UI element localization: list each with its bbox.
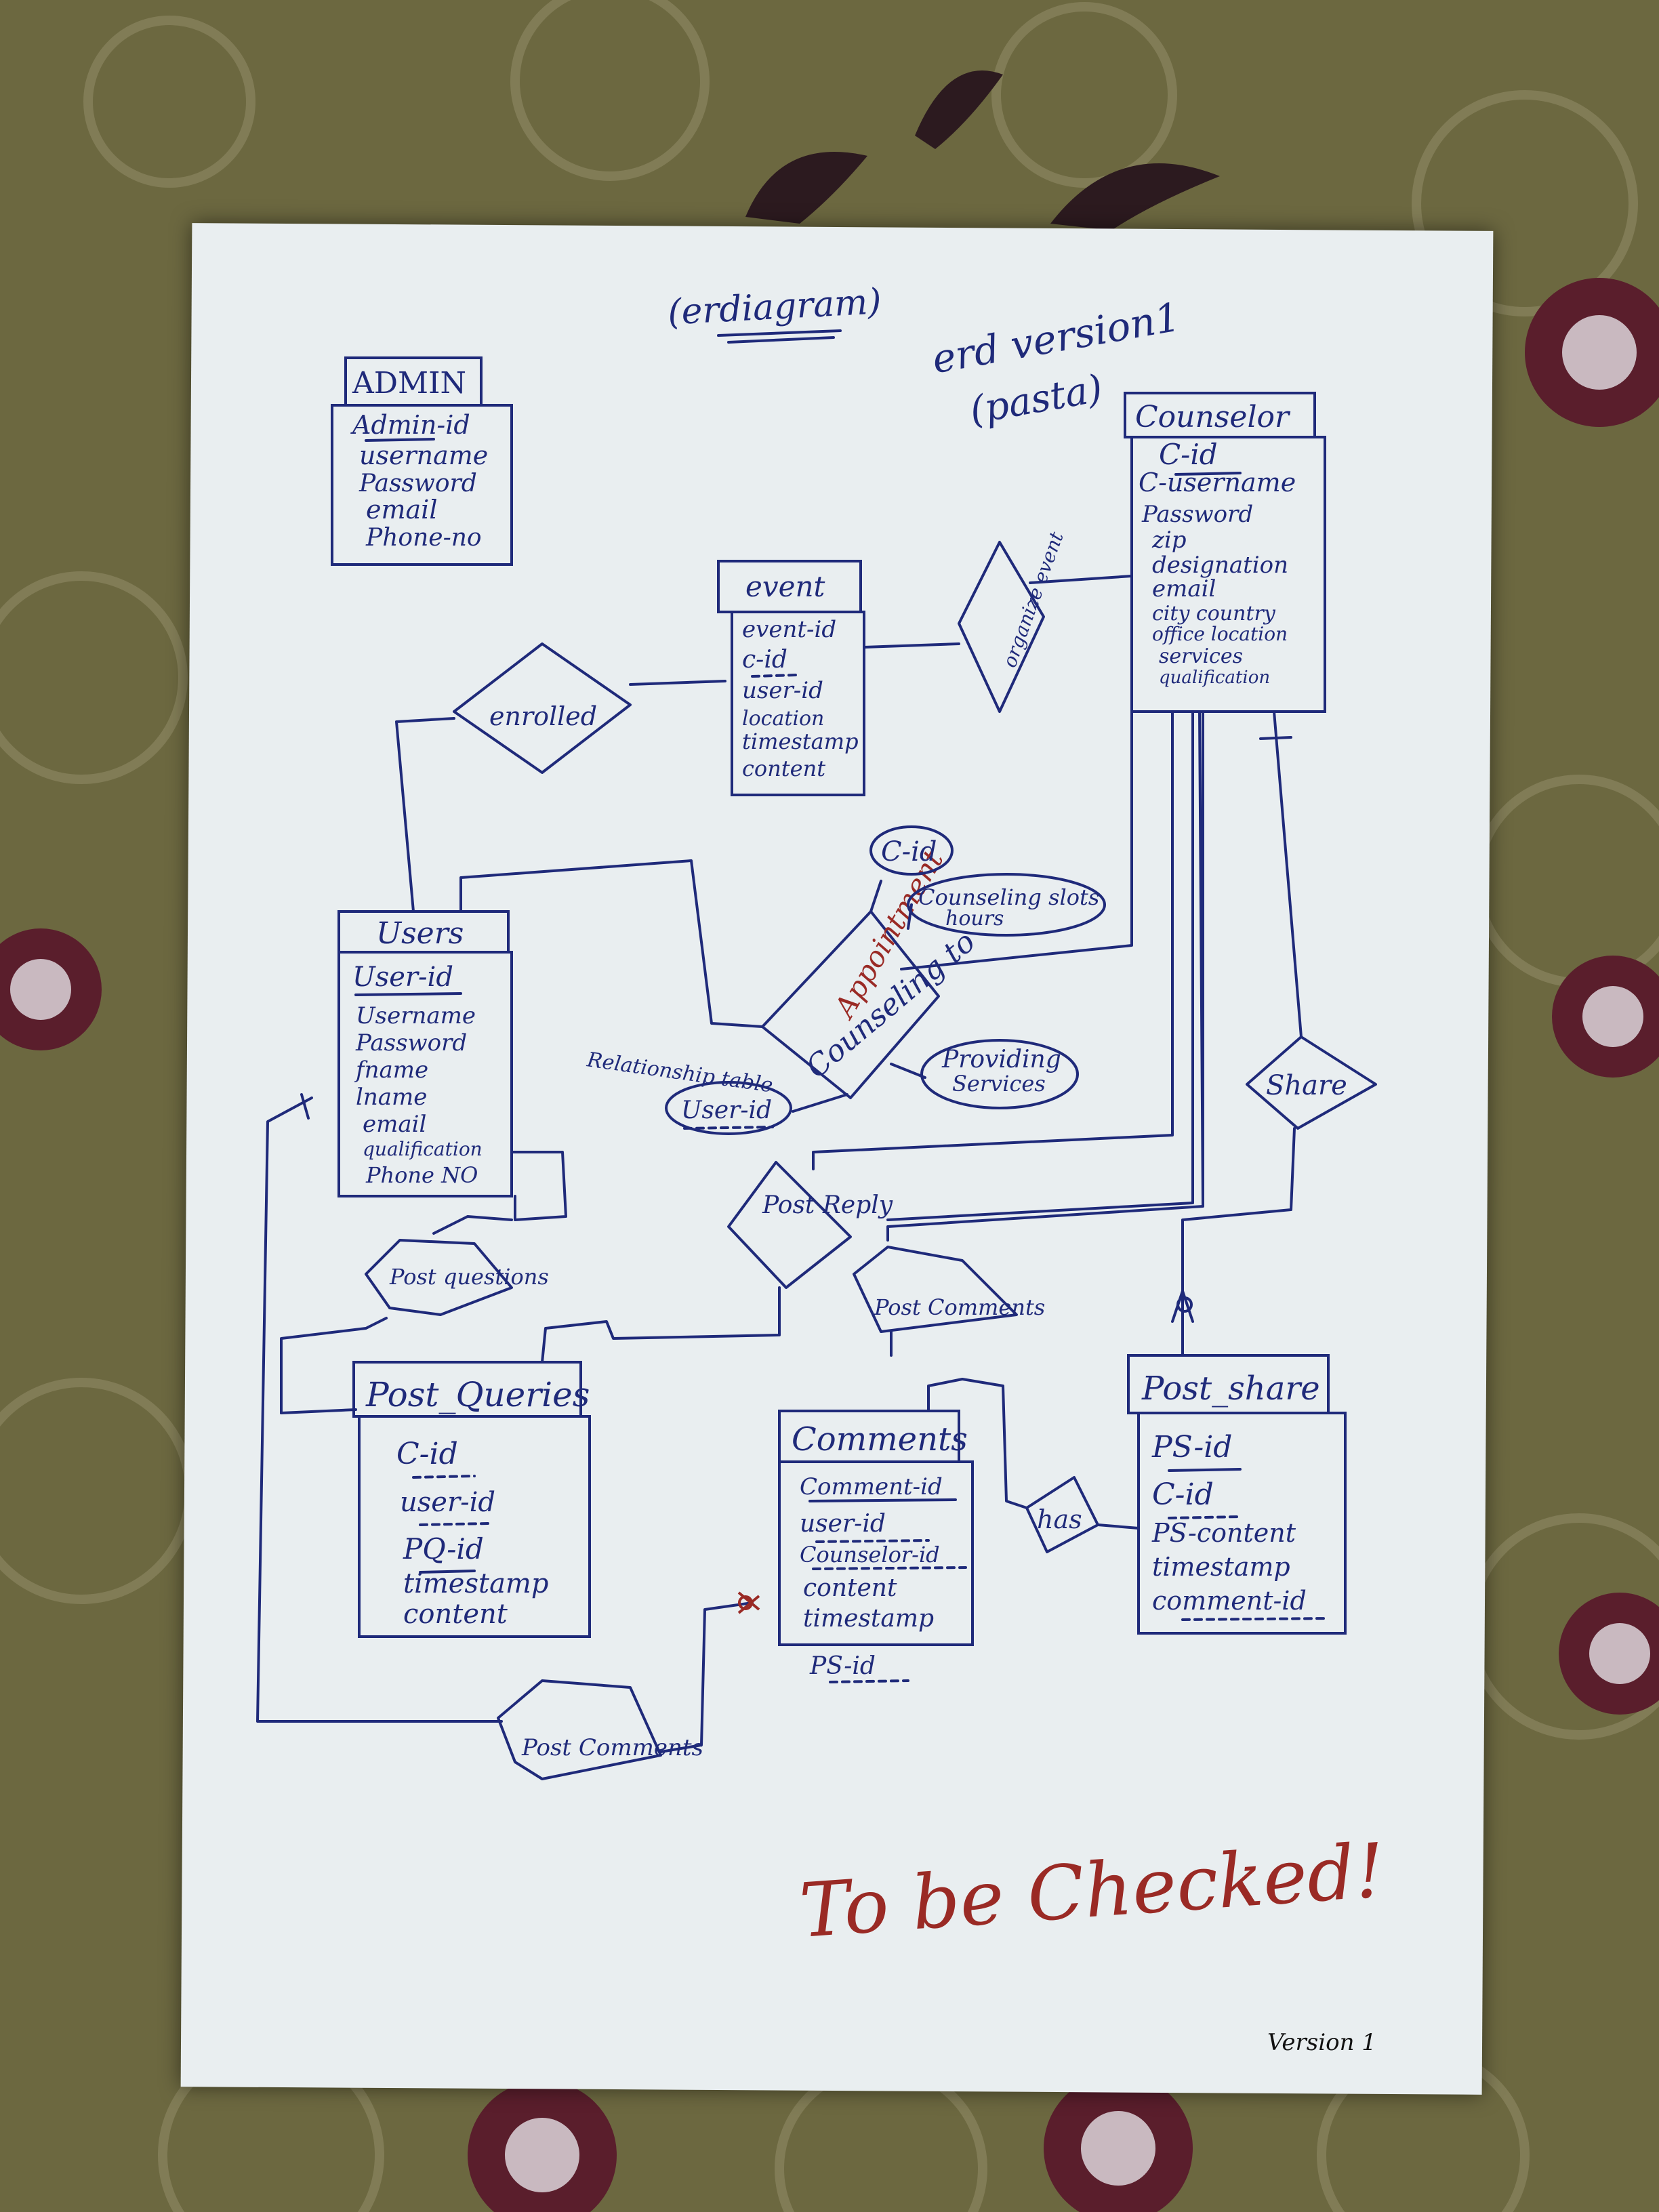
event-attr: content (742, 756, 825, 781)
entity-post-queries-name: Post_Queries (365, 1375, 590, 1414)
entity-counselor-name: Counselor (1135, 400, 1291, 434)
event-attr: c-id (742, 646, 787, 674)
relationship-organize-event: organize event (958, 529, 1068, 713)
connector-lines (256, 575, 1303, 1753)
relationship-post-questions: Post questions (365, 1239, 549, 1316)
post-share-attr: PS-id (1151, 1430, 1232, 1465)
attr-hours-label: hours (945, 907, 1004, 930)
users-attr: email (363, 1111, 426, 1138)
admin-attr: username (359, 441, 488, 470)
counselor-attr: C-id (1159, 438, 1218, 471)
users-attr: Password (355, 1029, 467, 1057)
post-queries-attr: C-id (396, 1437, 458, 1471)
relationship-enrolled-label: enrolled (489, 701, 597, 731)
users-attr: qualification (363, 1138, 483, 1160)
version-label: Version 1 (1267, 2029, 1376, 2056)
relationship-has: has (1025, 1476, 1099, 1553)
relationship-post-comments-bottom: Post Comments (497, 1679, 703, 1780)
attr-services-label: Services (952, 1071, 1046, 1097)
post-queries-attr: user-id (400, 1487, 495, 1518)
relationship-post-reply: Post Reply (727, 1161, 893, 1289)
version-note-sub: (pasta) (966, 367, 1106, 433)
post-share-attr: PS-content (1151, 1518, 1296, 1548)
relationship-post-comments-top: Post Comments (853, 1246, 1045, 1333)
comments-attr: user-id (800, 1510, 886, 1538)
attr-ellipse-user-id: User-id (665, 1081, 792, 1135)
event-attr: location (742, 707, 824, 731)
post-share-attr: timestamp (1152, 1552, 1290, 1582)
counselor-attr: office location (1152, 623, 1288, 645)
relationship-share: Share (1246, 1036, 1377, 1130)
counselor-attr: email (1152, 575, 1216, 602)
comments-attr: content (803, 1574, 897, 1602)
entity-counselor: Counselor C-id C-username Password zip d… (1124, 392, 1326, 713)
post-queries-attr: PQ-id (403, 1532, 484, 1565)
attr-user-id-label: User-id (681, 1097, 772, 1124)
relationship-enrolled: enrolled (453, 642, 632, 774)
attr-counseling-slots-label: Counseling slots (918, 884, 1099, 910)
relationship-share-label: Share (1266, 1070, 1347, 1101)
relationship-has-label: has (1037, 1504, 1082, 1534)
relationship-post-questions-label: Post questions (389, 1264, 549, 1290)
event-attr: timestamp (742, 729, 859, 754)
post-share-attr: comment-id (1152, 1586, 1307, 1616)
entity-post-share: Post_share PS-id C-id PS-content timesta… (1127, 1354, 1347, 1635)
relationship-post-comments-top-label: Post Comments (874, 1294, 1045, 1320)
relationship-post-reply-label: Post Reply (762, 1191, 893, 1219)
admin-attr: Admin-id (350, 410, 470, 440)
entity-users-name: Users (376, 916, 464, 951)
event-attr: user-id (742, 677, 823, 704)
counselor-attr: qualification (1159, 668, 1270, 688)
counselor-attr: designation (1152, 552, 1288, 579)
entity-admin: ADMIN Admin-id username Password email P… (331, 356, 513, 566)
entity-post-share-name: Post_share (1141, 1370, 1320, 1408)
relationship-table-note: Relationship table (585, 1048, 775, 1097)
entity-event: event event-id c-id user-id location tim… (717, 560, 865, 796)
comments-attr: Counselor-id (800, 1542, 940, 1568)
entity-post-queries: Post_Queries C-id user-id PQ-id timestam… (352, 1361, 591, 1638)
comments-attr: Comment-id (800, 1473, 943, 1500)
post-queries-attr: content (403, 1599, 508, 1630)
attr-providing-label: Providing (941, 1046, 1061, 1073)
users-attr: fname (354, 1057, 428, 1084)
entity-event-name: event (745, 570, 825, 603)
admin-attr: Phone-no (365, 524, 482, 552)
users-attr: lname (356, 1084, 427, 1111)
diagram-title: (erdiagram) (667, 281, 882, 333)
post-share-attr: C-id (1152, 1477, 1214, 1512)
counselor-attr: Password (1141, 501, 1253, 528)
entity-comments-name: Comments (792, 1420, 968, 1458)
comments-attr: timestamp (803, 1605, 934, 1633)
comments-attr: PS-id (809, 1652, 876, 1680)
admin-attr: email (366, 495, 437, 525)
entity-comments: Comments Comment-id user-id Counselor-id… (778, 1410, 974, 1683)
relationship-post-comments-bottom-label: Post Comments (521, 1734, 703, 1761)
counselor-attr: city country (1152, 602, 1276, 626)
version-note: erd version1 (928, 293, 1183, 382)
attr-ellipse-counseling-slots: Counseling slots hours (907, 873, 1106, 937)
entity-admin-name: ADMIN (352, 366, 466, 401)
post-queries-attr: timestamp (403, 1568, 548, 1599)
users-attr: User-id (352, 962, 453, 993)
counselor-attr: zip (1151, 527, 1187, 554)
admin-attr: Password (359, 470, 477, 497)
relationship-organize-event-label: organize event (998, 529, 1068, 671)
attr-ellipse-providing-services: Providing Services (920, 1039, 1079, 1109)
users-attr: Username (356, 1002, 476, 1029)
attr-ellipse-c-id: C-id (869, 825, 954, 876)
users-attr: Phone NO (365, 1162, 478, 1188)
entity-users: Users User-id Username Password fname ln… (337, 910, 513, 1197)
attr-c-id-label: C-id (881, 836, 937, 867)
counselor-attr: C-username (1139, 468, 1296, 497)
footer-note: To be Checked! (797, 1827, 1387, 1954)
event-attr: event-id (742, 616, 836, 643)
counselor-attr: services (1159, 644, 1243, 668)
